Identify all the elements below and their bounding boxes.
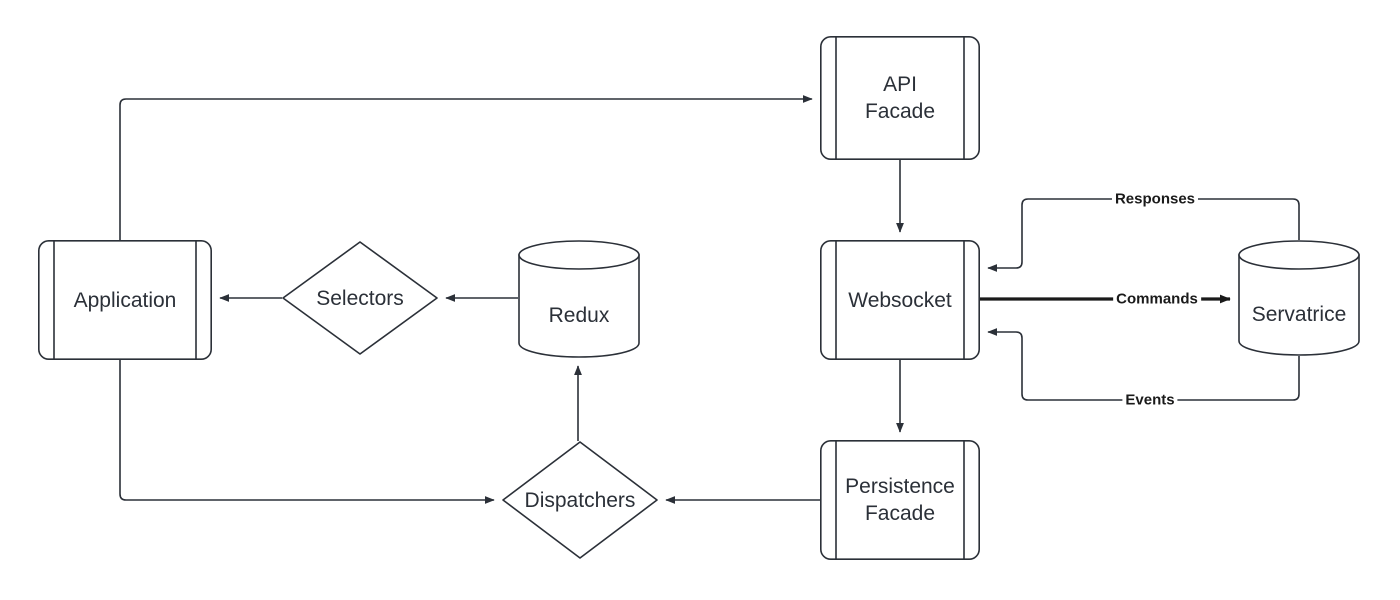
dispatchers-body — [502, 441, 658, 559]
node-servatrice[interactable]: Servatrice — [1238, 240, 1360, 356]
edge-servatrice-to-websocket-responses — [987, 198, 1300, 272]
node-selectors[interactable]: Selectors — [282, 241, 438, 355]
websocket-body — [820, 240, 980, 361]
redux-body — [518, 254, 640, 358]
node-websocket[interactable]: Websocket — [820, 240, 980, 361]
api-facade-body — [820, 36, 980, 161]
edge-application-to-api-facade — [119, 95, 813, 240]
servatrice-body — [1238, 254, 1360, 356]
edge-application-to-dispatchers — [119, 360, 495, 504]
node-dispatchers[interactable]: Dispatchers — [502, 441, 658, 559]
redux-top-ellipse — [518, 240, 640, 270]
application-body — [38, 240, 212, 361]
edge-label-commands: Commands — [1113, 290, 1201, 308]
edge-label-events: Events — [1122, 391, 1178, 409]
node-redux[interactable]: Redux — [518, 240, 640, 358]
servatrice-top-ellipse — [1238, 240, 1360, 270]
selectors-body — [282, 241, 438, 355]
node-application[interactable]: Application — [38, 240, 212, 361]
persistence-facade-body — [820, 440, 980, 561]
edge-servatrice-to-websocket-events — [987, 328, 1300, 401]
edge-label-responses: Responses — [1111, 190, 1199, 208]
node-api-facade[interactable]: API Facade — [820, 36, 980, 161]
node-persistence-facade[interactable]: Persistence Facade — [820, 440, 980, 561]
